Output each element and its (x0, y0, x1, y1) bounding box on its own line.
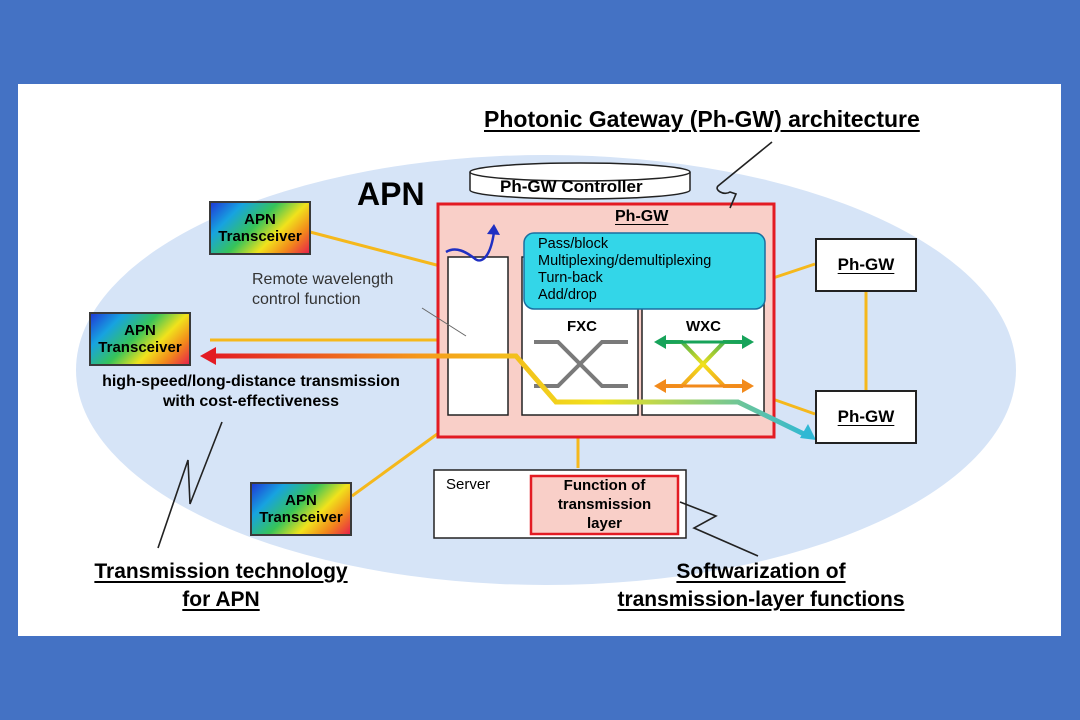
control-signal-arrow (445, 231, 496, 262)
transceiver-middle-line1: APN (124, 321, 156, 339)
right-gateway-top: Ph-GW (815, 238, 917, 292)
transceiver-top-line1: APN (244, 210, 276, 228)
caption-left-line2: for APN (182, 588, 260, 611)
remote-label-pointer (421, 307, 467, 337)
page-title: Photonic Gateway (Ph-GW) architecture (484, 106, 920, 132)
function-item: Pass/block (538, 236, 609, 252)
function-item: Turn-back (538, 270, 603, 286)
transceiver-bottom: APN Transceiver (250, 482, 352, 536)
transceiver-top: APN Transceiver (209, 201, 311, 255)
transmission-desc-line2: with cost-effectiveness (162, 393, 340, 410)
caption-left: Transmission technology for APN (48, 558, 394, 614)
fxc-switch (534, 340, 628, 388)
wxc-label: WXC (686, 318, 721, 335)
transceiver-bottom-line1: APN (285, 491, 317, 509)
controller-cylinder (469, 162, 691, 200)
transceiver-top-line2: Transceiver (218, 228, 302, 245)
remote-control-box (447, 256, 509, 416)
remote-wavelength-label: Remote wavelength control function (252, 270, 393, 310)
title-callout (716, 141, 773, 209)
function-list: Pass/block Multiplexing/demultiplexing T… (538, 236, 711, 304)
transmission-description: high-speed/long-distance transmission wi… (68, 372, 434, 412)
caption-left-line1: Transmission technology (94, 560, 348, 583)
wxc-switch (654, 335, 754, 393)
function-item: Add/drop (538, 287, 597, 303)
remote-label-line2: control function (252, 291, 361, 308)
diagram-panel: Ph-GW Ph-GW APN Transceiver APN Transcei… (18, 84, 1061, 636)
server-function-line2: transmission (557, 496, 652, 513)
server-label: Server (446, 476, 491, 493)
right-caption-callout (679, 501, 759, 557)
function-list-box (523, 232, 766, 310)
right-gateway-bottom: Ph-GW (815, 390, 917, 444)
caption-right: Softwarization of transmission-layer fun… (578, 558, 944, 614)
right-gateway-top-label: Ph-GW (837, 255, 895, 274)
transceiver-bottom-line2: Transceiver (259, 509, 343, 526)
caption-right-line1: Softwarization of (676, 560, 846, 583)
transmission-desc-line1: high-speed/long-distance transmission (102, 373, 400, 390)
optical-signal-path (212, 353, 810, 439)
fxc-label: FXC (567, 318, 597, 335)
server-function-line1: Function of (563, 477, 646, 494)
server-function-box (529, 474, 680, 536)
caption-right-line2: transmission-layer functions (617, 588, 905, 611)
server-function-label: Function of transmission layer (531, 476, 678, 533)
apn-label: APN (357, 176, 425, 212)
left-caption-callout (157, 421, 223, 549)
controller-label: Ph-GW Controller (500, 177, 643, 196)
right-gateway-bottom-label: Ph-GW (837, 407, 895, 426)
transceiver-middle: APN Transceiver (89, 312, 191, 366)
transceiver-middle-line2: Transceiver (98, 339, 182, 356)
function-item: Multiplexing/demultiplexing (538, 253, 712, 269)
main-gateway-label: Ph-GW (615, 208, 669, 225)
diagram-graphics (76, 141, 1016, 585)
remote-label-line1: Remote wavelength (252, 271, 394, 288)
server-function-line3: layer (586, 515, 623, 532)
